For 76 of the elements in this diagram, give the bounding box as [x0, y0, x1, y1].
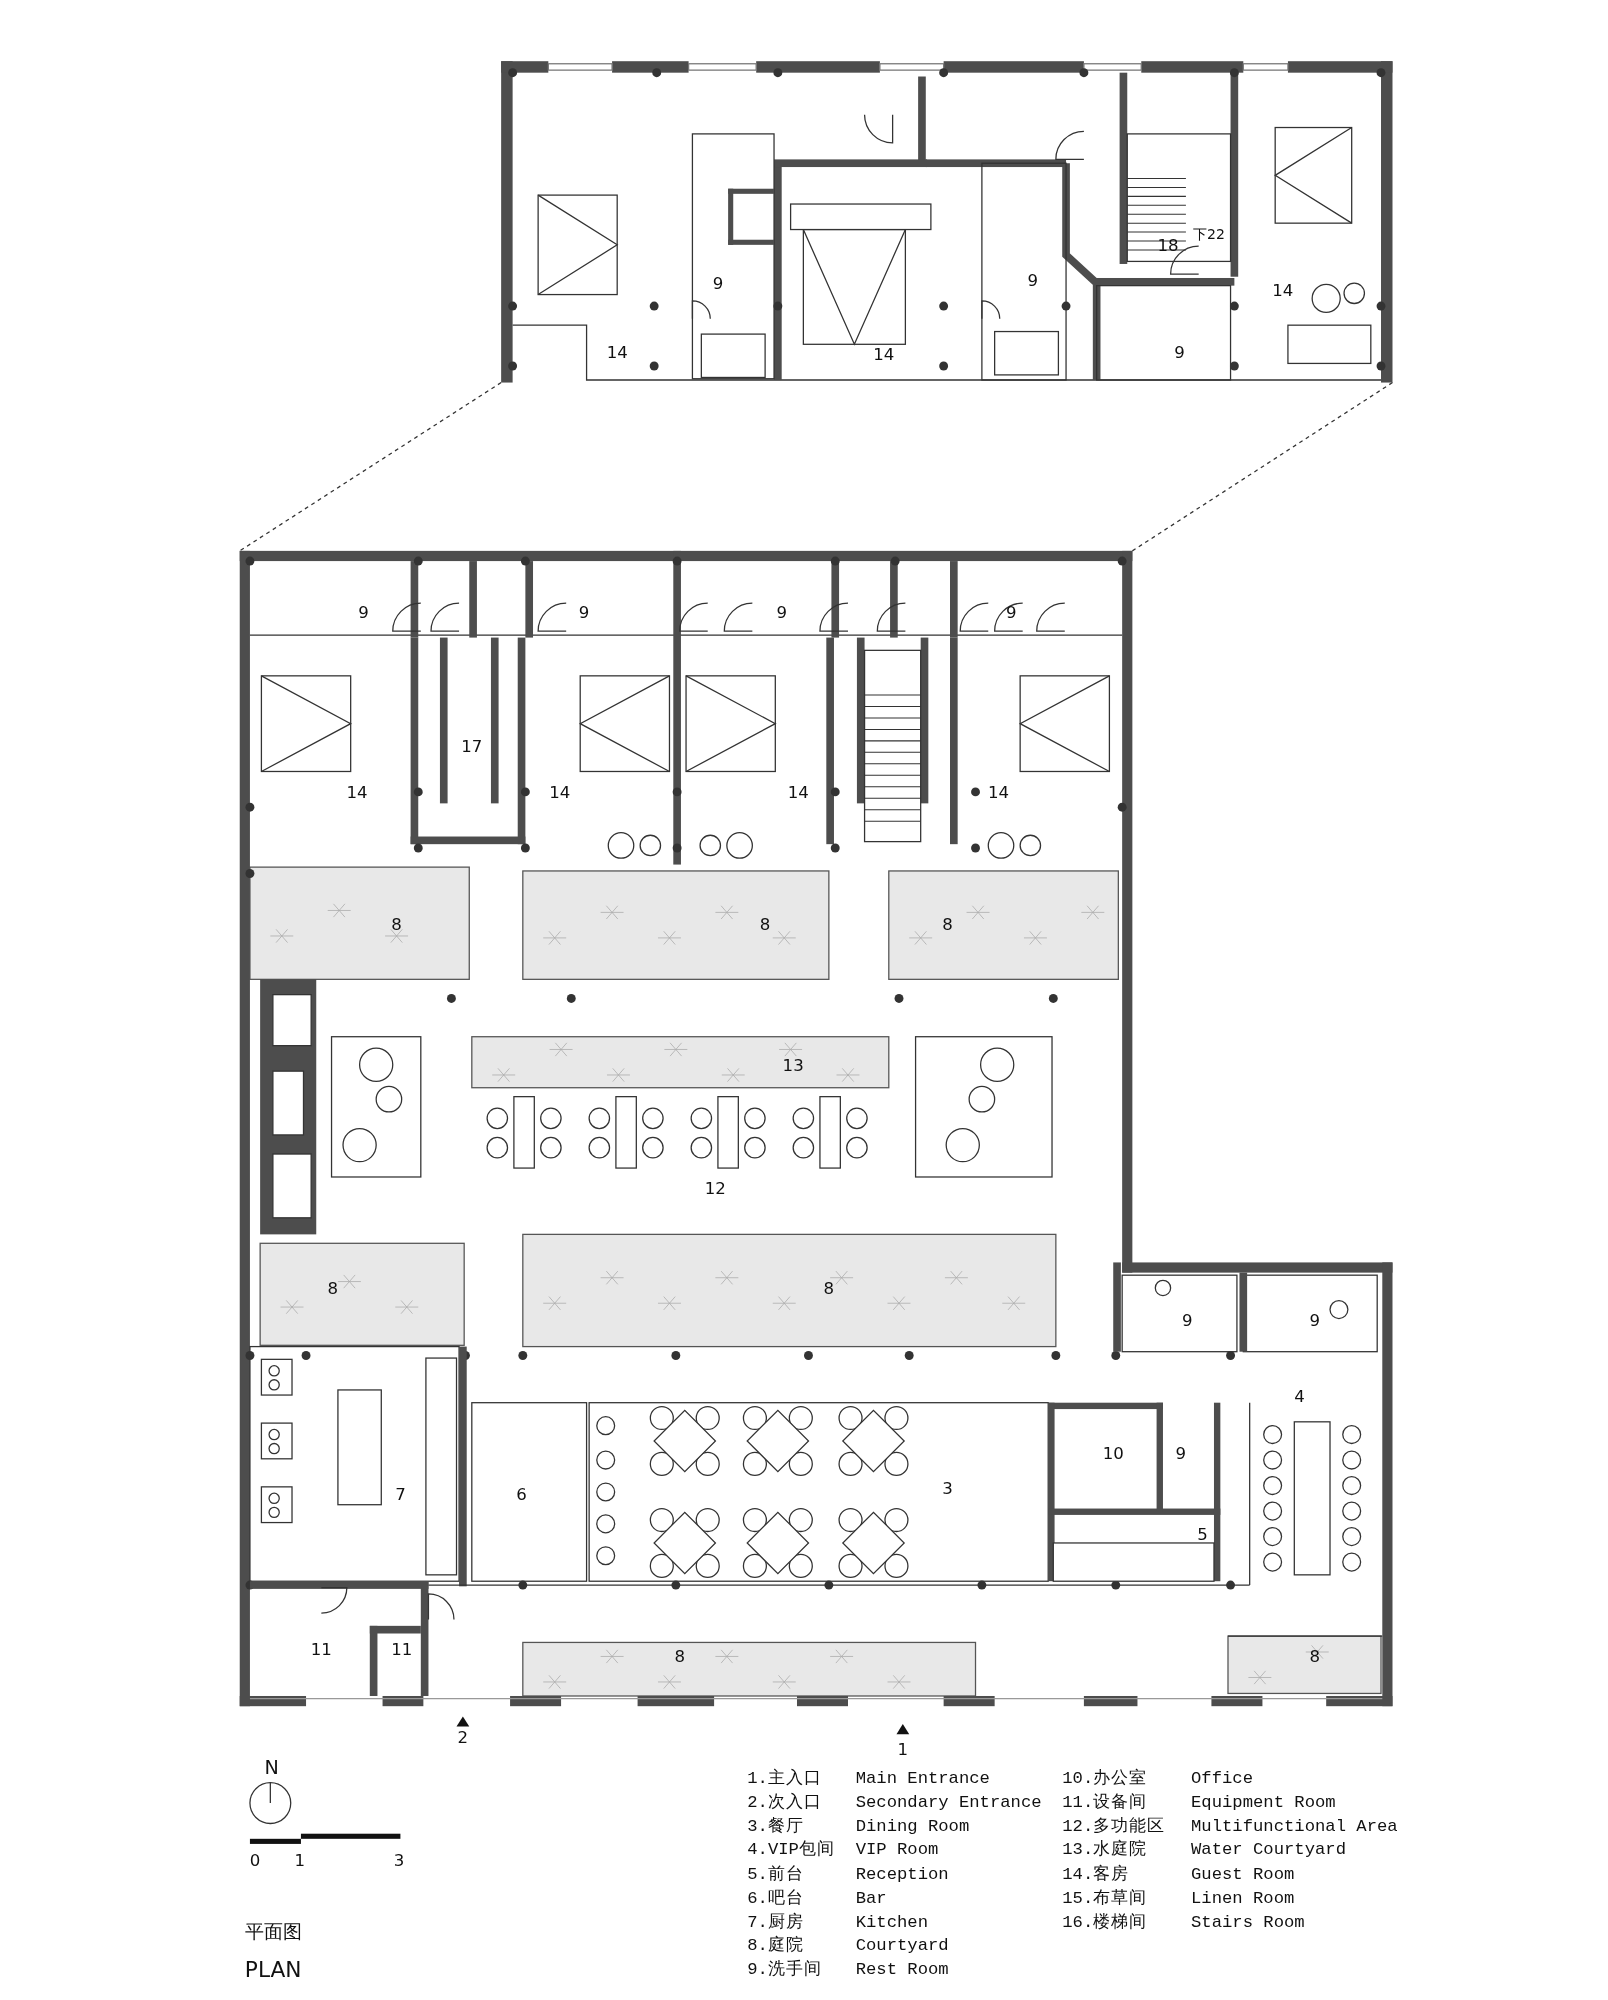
room-number: 9: [712, 274, 724, 292]
key-entry: 11.设备间: [1062, 1794, 1147, 1812]
key-entry: Courtyard: [855, 1937, 949, 1955]
room-number: 8: [391, 916, 402, 933]
key-entry: Rest Room: [855, 1961, 949, 1979]
room-number: 9: [1181, 1311, 1193, 1329]
room-number: 13: [782, 1056, 804, 1074]
plan-title: 平面图: [244, 1922, 303, 1942]
key-entry: Water Courtyard: [1191, 1842, 1346, 1860]
room-number: 17: [461, 737, 483, 755]
key-entry: 5.前台: [747, 1865, 804, 1884]
key-entry: 12.多功能区: [1062, 1818, 1165, 1836]
key-entry: Reception: [855, 1865, 949, 1884]
plan-title: PLAN: [244, 1959, 302, 1981]
key-entry: 4.VIP包间: [747, 1842, 835, 1860]
key-entry: VIP Room: [855, 1842, 939, 1860]
room-number: 8: [942, 916, 953, 933]
key-entry: Stairs Room: [1191, 1913, 1305, 1931]
room-number: 4: [1294, 1388, 1305, 1405]
room-number: 8: [759, 916, 771, 933]
key-entry: Guest Room: [1191, 1865, 1295, 1884]
key-entry: 10.办公室: [1062, 1770, 1147, 1788]
room-number: 10: [1102, 1445, 1124, 1462]
room-number: 9: [1027, 272, 1039, 289]
key-entry: 2.次入口: [747, 1794, 822, 1812]
room-number: 8: [327, 1279, 339, 1297]
key-entry: Bar: [855, 1889, 887, 1908]
room-number: 8: [823, 1279, 835, 1297]
room-number: 9: [1309, 1311, 1320, 1329]
entrance-number: 2: [457, 1728, 469, 1746]
room-number: 8: [674, 1648, 685, 1665]
room-number: 9: [358, 603, 369, 621]
room-number: 14: [873, 346, 895, 363]
key-entry: Office: [1191, 1770, 1253, 1788]
room-number: 14: [1272, 282, 1294, 300]
room-number: 9: [776, 603, 787, 621]
key-entry: Dining Room: [855, 1818, 970, 1836]
room-number: 14: [346, 783, 368, 801]
room-number: 11: [310, 1640, 332, 1658]
key-entry: 7.厨房: [747, 1913, 804, 1931]
key-entry: 14.客房: [1062, 1865, 1129, 1884]
room-number: 5: [1197, 1525, 1208, 1543]
scale-number: 0: [249, 1852, 261, 1869]
key-entry: Multifunctional Area: [1191, 1818, 1398, 1836]
room-number: 14: [987, 783, 1009, 801]
entrance-number: 1: [897, 1741, 909, 1758]
room-number: 9: [1174, 343, 1185, 361]
room-number: 11: [391, 1640, 413, 1658]
scale-number: 1: [294, 1852, 305, 1869]
key-entry: Equipment Room: [1191, 1794, 1336, 1812]
key-entry: 1.主入口: [747, 1770, 822, 1788]
key-entry: 15.布草间: [1062, 1889, 1147, 1908]
key-entry: 8.庭院: [747, 1937, 804, 1955]
room-number: 3: [942, 1479, 953, 1497]
key-entry: Main Entrance: [855, 1770, 990, 1788]
room-number: 8: [1309, 1648, 1320, 1665]
room-number: 14: [549, 783, 571, 801]
room-number: 6: [516, 1486, 527, 1503]
room-number: 12: [704, 1180, 726, 1197]
room-number: 9: [1175, 1445, 1187, 1462]
room-number: 14: [606, 343, 628, 361]
scale-number: 3: [393, 1852, 405, 1869]
key-entry: Secondary Entrance: [855, 1794, 1042, 1812]
room-number: 7: [395, 1486, 406, 1503]
key-entry: 6.吧台: [747, 1889, 804, 1908]
room-number: 9: [1005, 603, 1017, 621]
room-number: 9: [578, 603, 590, 621]
room-number: 14: [787, 783, 809, 801]
room-number: 18: [1157, 236, 1179, 254]
key-entry: 16.楼梯间: [1062, 1913, 1147, 1931]
key-entry: 9.洗手间: [747, 1961, 822, 1979]
north-label: N: [264, 1759, 279, 1779]
key-entry: Linen Room: [1191, 1889, 1295, 1908]
key-entry: Kitchen: [855, 1913, 928, 1931]
level-note: 下22: [1192, 227, 1225, 242]
key-entry: 3.餐厅: [747, 1818, 804, 1836]
